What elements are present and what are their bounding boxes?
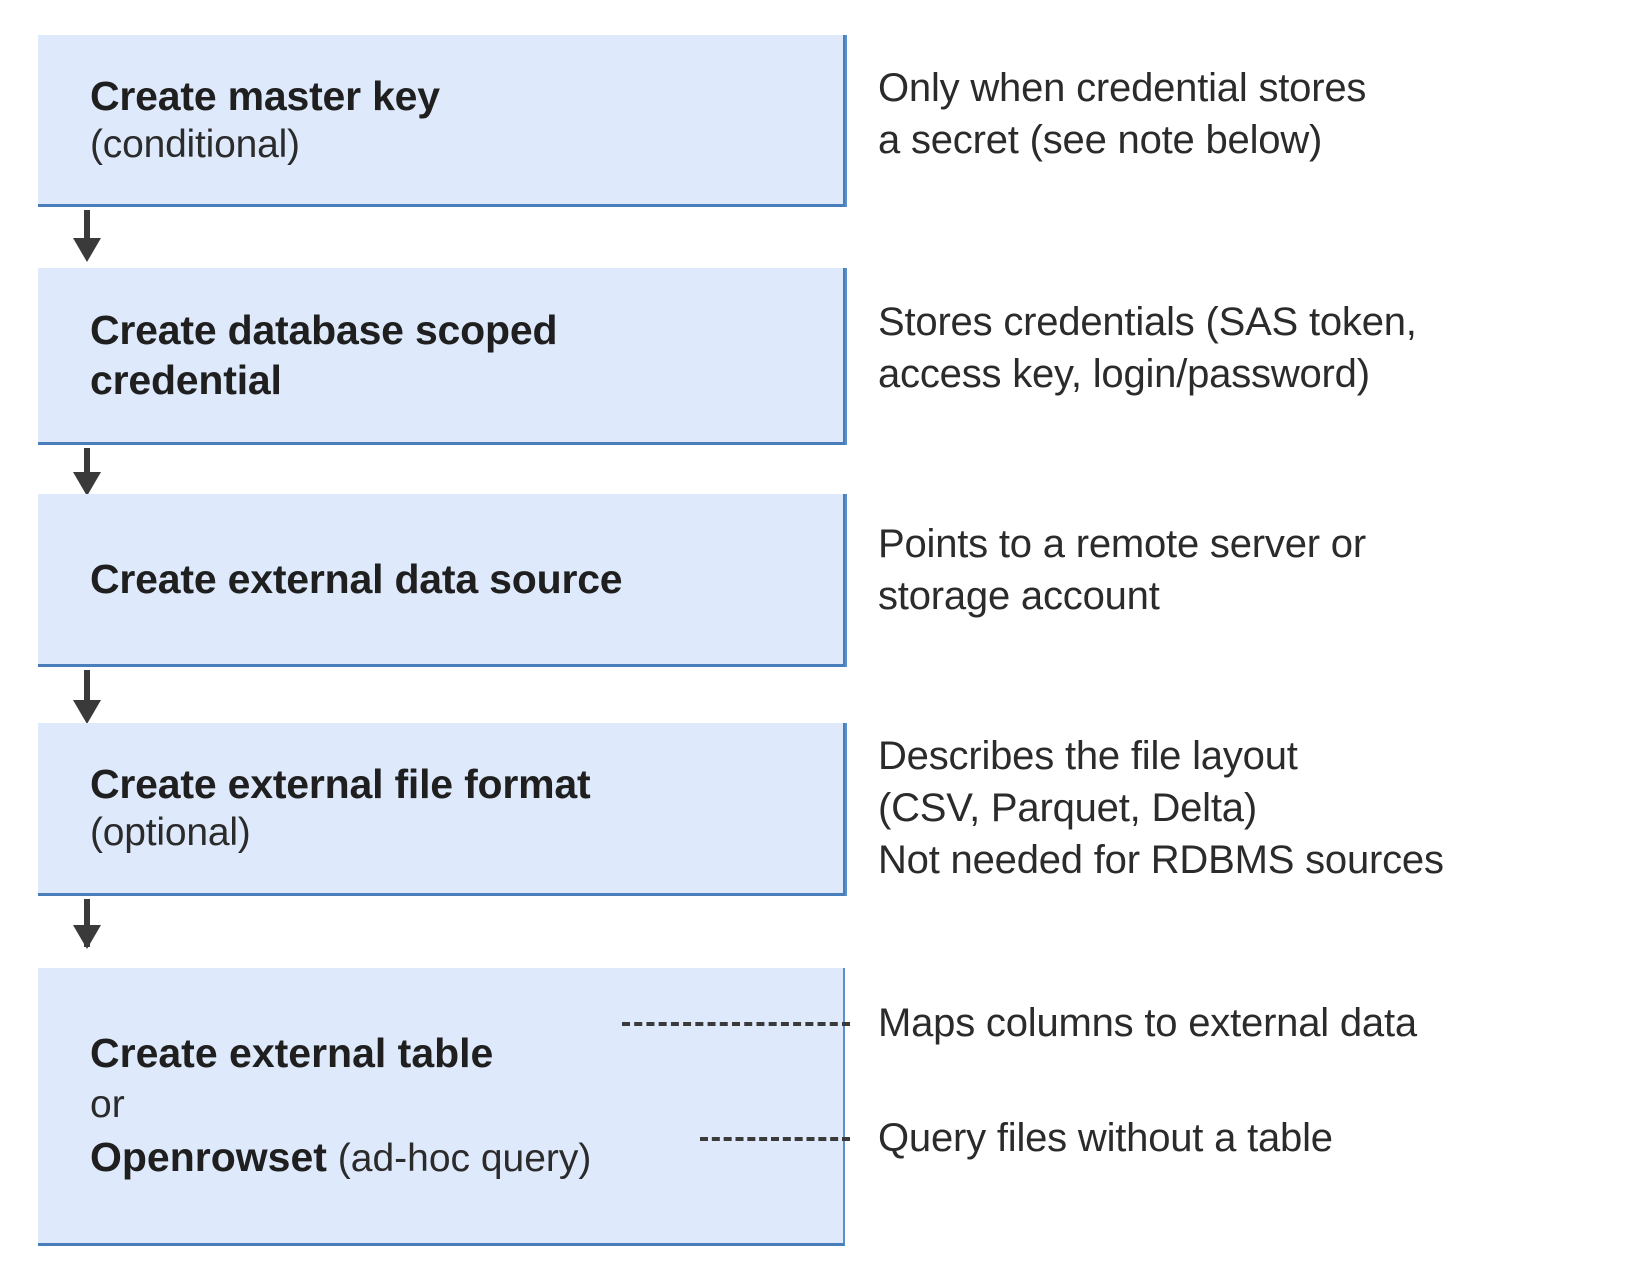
final-step-openrowset-title-text: Openrowset	[90, 1133, 327, 1180]
arrow-1-shaft	[84, 210, 90, 250]
step-title: Create database scoped	[90, 306, 558, 353]
arrow-4-head	[73, 925, 101, 949]
arrow-2-shaft	[84, 448, 90, 486]
step-box-create-database-scoped-credential[interactable]: Create database scoped credential	[38, 268, 845, 445]
step-box-create-external-data-source[interactable]: Create external data source	[38, 494, 845, 667]
arrow-3-head	[73, 700, 101, 724]
final-step-table-title: Create external table	[90, 1027, 843, 1080]
step-box-create-external-table-or-openrowset[interactable]: Create external table or Openrowset (ad-…	[38, 968, 845, 1246]
step-box-create-external-file-format[interactable]: Create external file format (optional)	[38, 723, 845, 896]
step-subtitle: (conditional)	[90, 122, 300, 166]
arrow-2-head	[73, 472, 101, 496]
final-step-openrowset-title: Openrowset (ad-hoc query)	[90, 1131, 843, 1185]
arrow-4-shaft	[84, 899, 90, 947]
step-title: Create master key	[90, 72, 440, 119]
dashed-connector-external-table	[622, 1022, 850, 1026]
box-right-rule	[845, 35, 847, 207]
note-create-external-data-source: Points to a remote server or storage acc…	[878, 522, 1366, 618]
arrow-1-head	[73, 238, 101, 262]
note-openrowset: Query files without a table	[878, 1116, 1333, 1160]
note-create-external-table: Maps columns to external data	[878, 1001, 1417, 1045]
step-box-create-master-key[interactable]: Create master key (conditional)	[38, 35, 845, 207]
step-title: Create external file format	[90, 761, 591, 808]
note-create-database-scoped-credential: Stores credentials (SAS token, access ke…	[878, 300, 1417, 396]
box-right-rule	[845, 723, 847, 896]
box-right-rule	[845, 268, 847, 445]
note-create-external-file-format: Describes the file layout (CSV, Parquet,…	[878, 734, 1444, 882]
step-title: Create external data source	[90, 555, 623, 602]
final-step-openrowset-suffix: (ad-hoc query)	[326, 1136, 592, 1180]
note-create-master-key: Only when credential stores a secret (se…	[878, 66, 1367, 162]
step-title-line2: credential	[90, 357, 282, 403]
final-step-table-title-text: Create external table	[90, 1029, 494, 1076]
box-right-rule	[845, 494, 847, 667]
final-step-or-label: or	[90, 1082, 125, 1126]
arrow-3-shaft	[84, 670, 90, 712]
dashed-connector-openrowset	[700, 1137, 850, 1141]
step-subtitle: (optional)	[90, 811, 251, 855]
